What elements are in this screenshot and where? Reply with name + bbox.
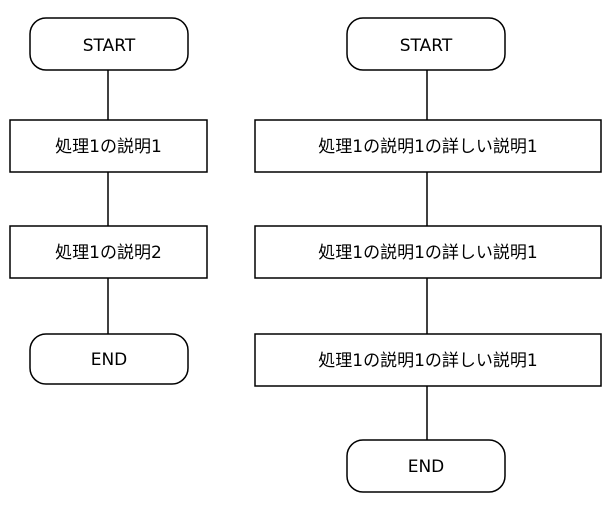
right-step1-label: 処理1の説明1の詳しい説明1 <box>318 137 537 157</box>
right-step3-label: 処理1の説明1の詳しい説明1 <box>318 351 537 371</box>
right-end-terminal <box>346 439 506 493</box>
left-process-step1 <box>9 119 208 173</box>
right-end-label: END <box>408 457 445 477</box>
left-step1-label: 処理1の説明1 <box>55 137 162 157</box>
right-step2-label: 処理1の説明1の詳しい説明1 <box>318 243 537 263</box>
left-step2-label: 処理1の説明2 <box>55 243 162 263</box>
right-process-step3 <box>254 333 602 387</box>
left-end-label: END <box>91 350 128 370</box>
left-process-step2 <box>9 225 208 279</box>
right-start-terminal <box>346 17 506 71</box>
left-flowchart: START 処理1の説明1 処理1の説明2 END <box>9 17 208 385</box>
right-start-label: START <box>400 36 453 56</box>
left-start-label: START <box>83 36 136 56</box>
right-flowchart: START 処理1の説明1の詳しい説明1 処理1の説明1の詳しい説明1 処理1の… <box>254 17 602 493</box>
right-process-step1 <box>254 119 602 173</box>
left-start-terminal <box>29 17 189 71</box>
left-end-terminal <box>29 333 189 385</box>
right-process-step2 <box>254 225 602 279</box>
